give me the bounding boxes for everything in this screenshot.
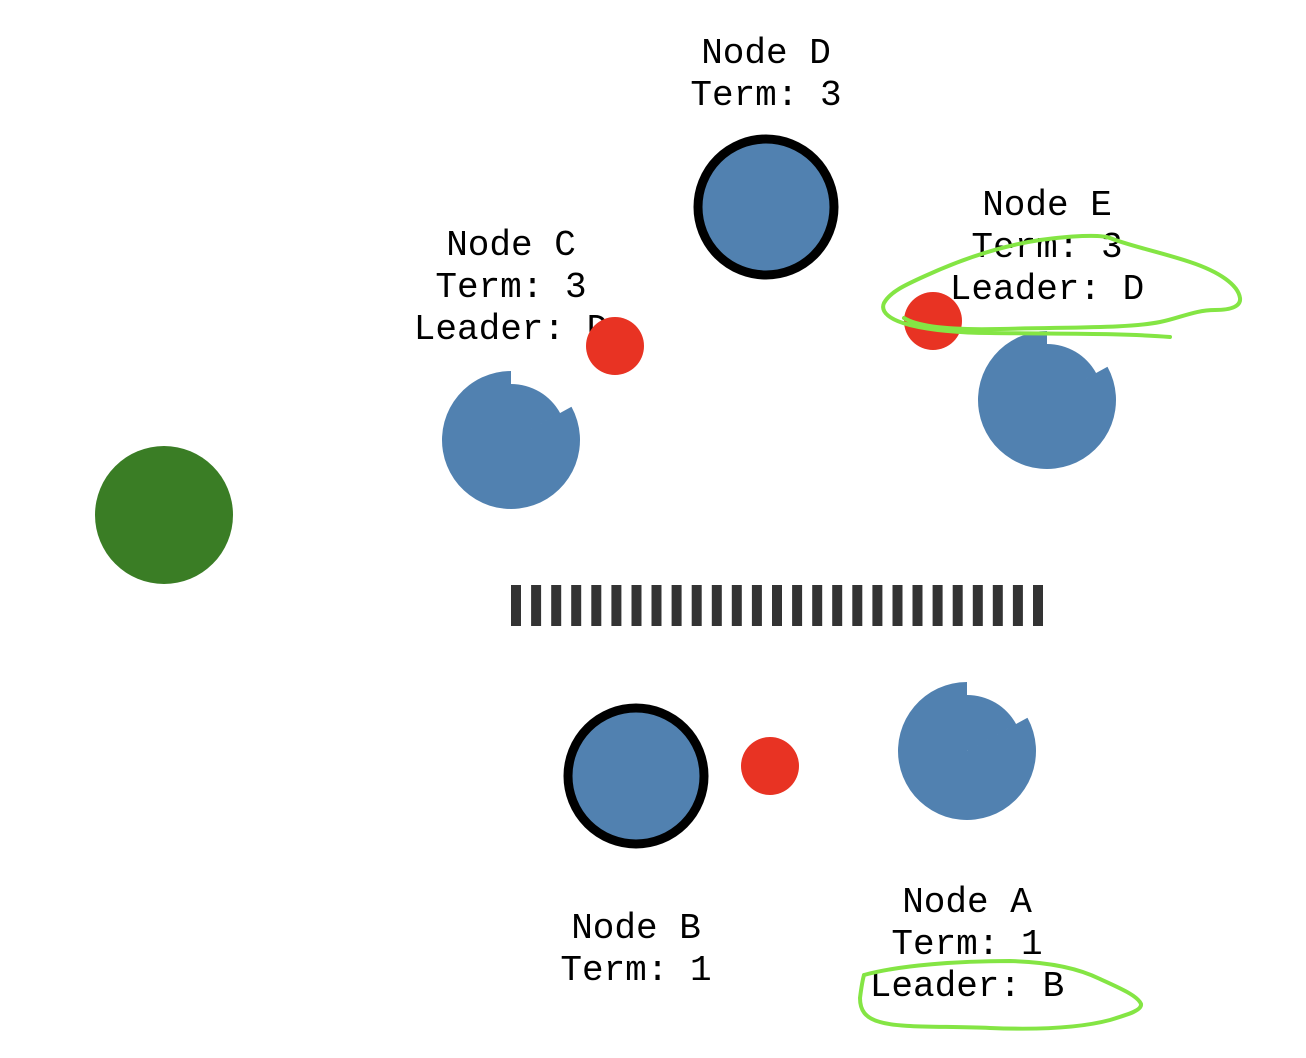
node-d-circle[interactable] xyxy=(693,134,839,280)
node-a[interactable]: Node A Term: 1 Leader: B xyxy=(870,682,1064,1007)
partition-segment xyxy=(812,585,823,626)
node-b[interactable]: Node B Term: 1 xyxy=(560,703,712,991)
message-d-to-e xyxy=(904,292,962,350)
partition-segment xyxy=(551,585,562,626)
partition-segment xyxy=(1033,585,1043,626)
node-e-name: Node E xyxy=(982,185,1112,226)
node-e-circle[interactable] xyxy=(978,331,1116,470)
partition-segment xyxy=(892,585,903,626)
node-c-circle[interactable] xyxy=(441,371,580,509)
partition-segment xyxy=(631,585,642,626)
partition-segment xyxy=(711,585,722,626)
partition-segment xyxy=(731,585,742,626)
partition-segment xyxy=(872,585,883,626)
node-d-name: Node D xyxy=(701,33,831,74)
partition-segment xyxy=(912,585,923,626)
node-e-term: Term: 3 xyxy=(971,227,1122,268)
partition-segment xyxy=(591,585,602,626)
partition-segment xyxy=(691,585,702,626)
node-c-name: Node C xyxy=(446,225,576,266)
message-b-to-a xyxy=(741,737,799,795)
partition-segment xyxy=(751,585,762,626)
node-a-leader: Leader: B xyxy=(870,966,1064,1007)
node-b-term: Term: 1 xyxy=(560,950,711,991)
node-a-name: Node A xyxy=(902,882,1032,923)
highlight-annotation-node-e xyxy=(881,233,1243,339)
node-b-circle[interactable] xyxy=(563,703,709,849)
partition-segment xyxy=(792,585,803,626)
network-partition xyxy=(511,585,1043,626)
partition-segment xyxy=(972,585,983,626)
node-e-leader: Leader: D xyxy=(950,269,1144,310)
partition-segment xyxy=(511,585,521,626)
partition-segment xyxy=(611,585,622,626)
partition-segment xyxy=(952,585,963,626)
node-c-leader: Leader: D xyxy=(414,309,608,350)
client-node[interactable] xyxy=(95,446,233,584)
partition-segment xyxy=(932,585,943,626)
partition-segment xyxy=(651,585,662,626)
partition-segment xyxy=(832,585,843,626)
node-c-term: Term: 3 xyxy=(435,267,586,308)
partition-segment xyxy=(852,585,863,626)
partition-segment xyxy=(1012,585,1023,626)
node-b-name: Node B xyxy=(571,908,701,949)
node-d[interactable]: Node D Term: 3 xyxy=(690,33,842,280)
partition-segment xyxy=(772,585,782,626)
message-d-to-c xyxy=(586,317,644,375)
node-a-term: Term: 1 xyxy=(891,924,1042,965)
partition-segment xyxy=(531,585,542,626)
partition-segment xyxy=(992,585,1003,626)
node-d-term: Term: 3 xyxy=(690,75,841,116)
node-c[interactable]: Node C Term: 3 Leader: D xyxy=(414,225,608,509)
partition-segment xyxy=(671,585,682,626)
highlight-annotation-node-a xyxy=(858,959,1143,1031)
node-a-circle[interactable] xyxy=(898,682,1037,820)
partition-segment xyxy=(571,585,582,626)
